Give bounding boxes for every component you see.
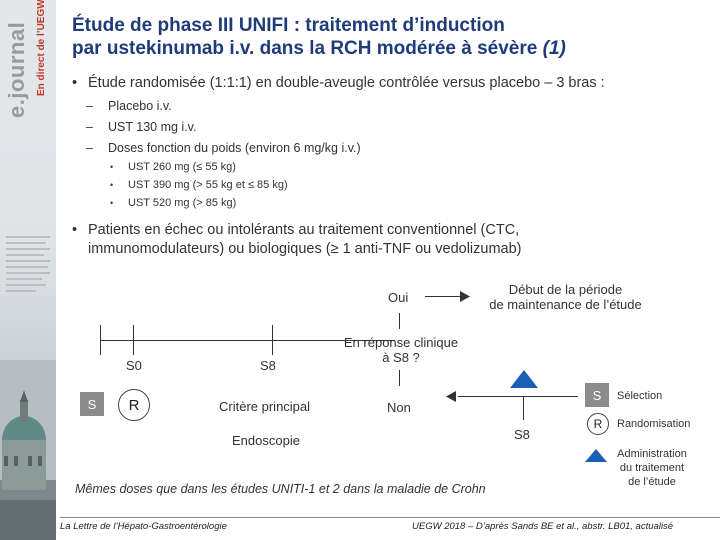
arm-item: –Placebo i.v. xyxy=(86,99,172,113)
sidebar-notice xyxy=(6,236,52,296)
legend-administration-label: Administration du traitement de l’étude xyxy=(617,448,687,488)
bullet-study-design: • Étude randomisée (1:1:1) en double-ave… xyxy=(72,75,605,91)
maintenance-label: Début de la période de maintenance de l’… xyxy=(489,282,642,312)
endoscopy-label: Endoscopie xyxy=(232,433,300,448)
arm-item: –Doses fonction du poids (environ 6 mg/k… xyxy=(86,141,361,155)
randomisation-symbol: R xyxy=(118,389,150,421)
selection-symbol: S xyxy=(80,392,104,416)
legend-randomisation-symbol: R xyxy=(587,413,609,435)
response-question: En réponse clinique à S8 ? xyxy=(343,335,459,365)
no-line xyxy=(458,396,578,397)
bullet-mark: • xyxy=(72,222,78,238)
s8-label: S8 xyxy=(260,358,276,373)
timeline-start-tick xyxy=(100,325,101,355)
arm-item: –UST 130 mg i.v. xyxy=(86,120,197,134)
title-line-2: par ustekinumab i.v. dans la RCH modérée… xyxy=(72,38,566,59)
no-label: Non xyxy=(387,400,411,415)
title-line-1: Étude de phase III UNIFI : traitement d’… xyxy=(72,15,505,36)
s8b-label: S8 xyxy=(514,427,530,442)
legend-randomisation-label: Randomisation xyxy=(617,418,691,430)
live-label: En direct de l’UEGW 2018 xyxy=(36,0,47,96)
same-doses-note: Mêmes doses que dans les études UNITI-1 … xyxy=(75,482,486,496)
footer-journal: La Lettre de l’Hépato-Gastroentérologie xyxy=(60,521,227,532)
primary-endpoint-label: Critère principal xyxy=(219,399,311,414)
legend-selection-symbol: S xyxy=(585,383,609,407)
slide-title: Étude de phase III UNIFI : traitement d’… xyxy=(72,14,566,60)
s0-label: S0 xyxy=(126,358,142,373)
sidebar: e.journal En direct de l’UEGW 2018 xyxy=(0,0,56,540)
bullet-patients: • Patients en échec ou intolérants au tr… xyxy=(72,222,522,257)
footer-reference: UEGW 2018 – D’après Sands BE et al., abs… xyxy=(412,521,674,532)
yes-arrow-head xyxy=(460,291,470,302)
yes-label: Oui xyxy=(388,290,409,305)
s8-tick xyxy=(272,325,273,355)
response-connector-bottom xyxy=(399,370,400,386)
journal-logo: e.journal xyxy=(4,21,29,118)
s8b-tick xyxy=(523,396,524,420)
s0-tick xyxy=(133,325,134,355)
dose-item: •UST 390 mg (> 55 kg et ≤ 85 kg) xyxy=(110,179,288,191)
title-ref: (1) xyxy=(542,38,566,59)
dose-item: •UST 520 mg (> 85 kg) xyxy=(110,197,237,209)
response-connector-top xyxy=(399,313,400,329)
yes-arrow-line xyxy=(425,296,463,297)
no-arrow-head xyxy=(446,391,456,402)
vienna-skyline-image xyxy=(0,360,56,540)
footer-rule xyxy=(60,517,720,518)
dose-item: •UST 260 mg (≤ 55 kg) xyxy=(110,161,236,173)
administration-triangle-icon xyxy=(510,370,538,388)
legend-selection-label: Sélection xyxy=(617,390,663,402)
legend-triangle-icon xyxy=(585,449,607,462)
bullet-mark: • xyxy=(72,75,78,91)
timeline xyxy=(100,340,395,341)
